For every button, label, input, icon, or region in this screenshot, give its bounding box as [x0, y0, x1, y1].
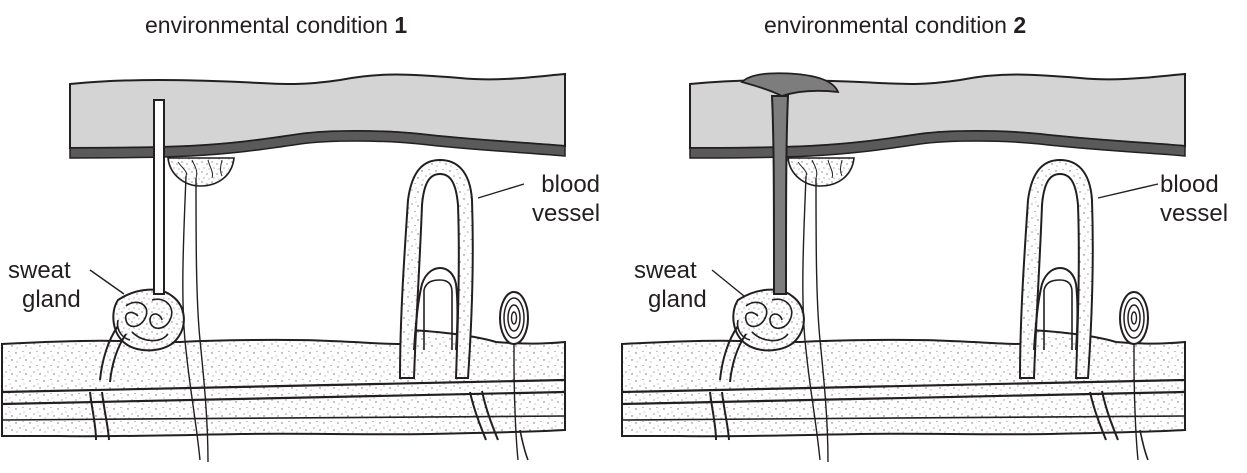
blood-vessel-leader [478, 184, 524, 198]
blood-vessel-label-line2: vessel [532, 199, 600, 228]
sweat-gland-label-line2: gland [634, 285, 707, 314]
panel-1-sweat-gland-label: sweat gland [8, 256, 81, 314]
sweat-gland-leader [712, 270, 744, 296]
sweat-gland-label-line2: gland [8, 285, 81, 314]
sweat-gland-leader [90, 270, 124, 294]
blood-vessel-label-line1: blood [532, 170, 600, 199]
panel-2-blood-vessel-label: blood vessel [1160, 170, 1228, 228]
blood-vessel-leader [1098, 184, 1158, 198]
sweat-gland-label-line1: sweat [8, 256, 81, 285]
sweat-gland-label-line1: sweat [634, 256, 707, 285]
blood-vessel-label-line1: blood [1160, 170, 1228, 199]
blood-vessel-label-line2: vessel [1160, 199, 1228, 228]
panel-1-diagram [2, 74, 565, 462]
panel-1-blood-vessel-label: blood vessel [532, 170, 600, 228]
panel-2-sweat-gland-label: sweat gland [634, 256, 707, 314]
